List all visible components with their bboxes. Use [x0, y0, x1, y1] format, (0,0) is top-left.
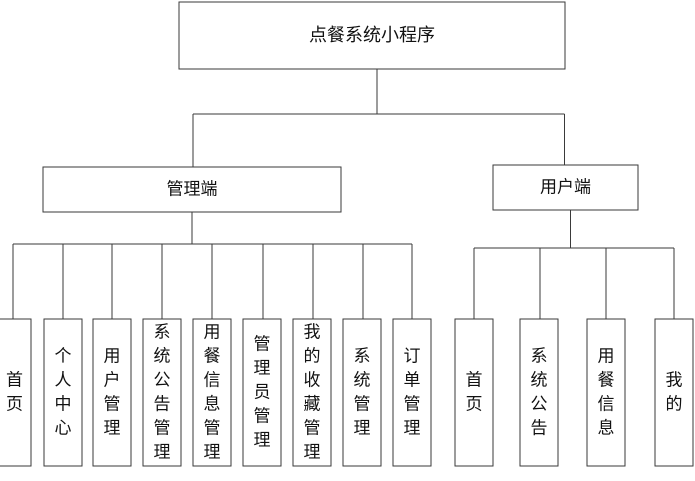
- user-module-box-0: [454, 318, 494, 467]
- admin-module-box-2: [92, 318, 132, 467]
- admin-module-box-0: [0, 318, 32, 467]
- admin-module-box-1: [43, 318, 83, 467]
- admin-module-label-1: 个人中心: [55, 347, 72, 439]
- user-module-label-3: 我的: [666, 371, 683, 415]
- root-node-label: 点餐系统小程序: [309, 25, 435, 46]
- user-module-label-2: 用餐信息: [598, 347, 615, 439]
- admin-module-label-5: 管理员管理: [254, 335, 271, 451]
- admin-module-label-3: 系统公告管理: [154, 323, 171, 463]
- admin-module-label-7: 系统管理: [354, 347, 371, 439]
- user-branch-label: 用户端: [540, 178, 591, 198]
- admin-module-label-6: 我的收藏管理: [304, 323, 321, 463]
- admin-module-label-2: 用户管理: [104, 347, 121, 439]
- admin-module-box-7: [342, 318, 382, 467]
- user-module-box-1: [519, 318, 559, 467]
- user-module-box-3: [654, 318, 694, 467]
- admin-module-label-4: 用餐信息管理: [204, 323, 221, 463]
- admin-module-box-8: [392, 318, 432, 467]
- root-node-box: [178, 1, 566, 70]
- user-module-box-2: [586, 318, 626, 467]
- admin-module-box-5: [242, 318, 282, 467]
- admin-module-box-4: [192, 318, 232, 467]
- admin-branch-label: 管理端: [167, 180, 218, 200]
- admin-branch-box: [42, 166, 342, 213]
- user-branch-box: [492, 164, 639, 211]
- admin-module-label-0: 首页: [6, 371, 23, 415]
- admin-module-box-3: [142, 318, 182, 467]
- admin-module-box-6: [292, 318, 332, 467]
- user-module-label-0: 首页: [466, 371, 483, 415]
- connector-lines: [12, 69, 675, 319]
- user-module-label-1: 系统公告: [531, 347, 548, 439]
- admin-module-label-8: 订单管理: [404, 347, 421, 439]
